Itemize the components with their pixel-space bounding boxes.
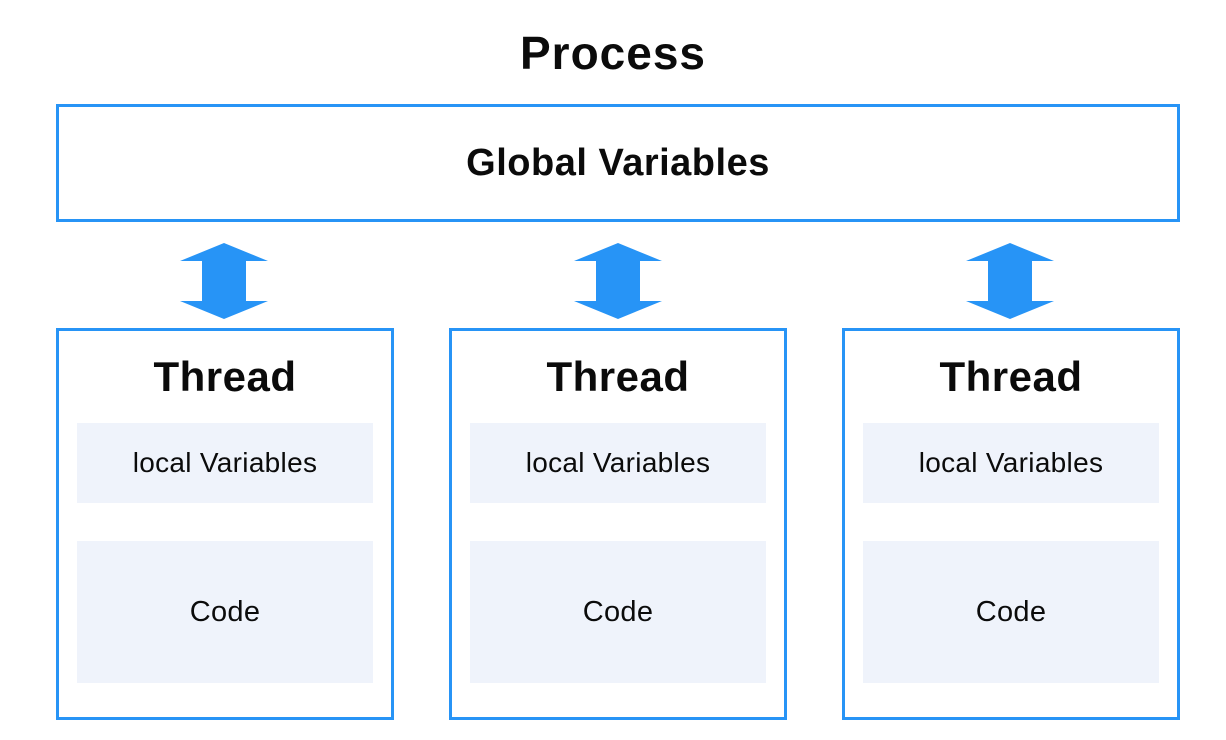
local-variables-section: local Variables: [863, 423, 1159, 503]
thread-box: Thread local Variables Code: [449, 328, 787, 720]
local-variables-label: local Variables: [918, 447, 1104, 478]
diagram-title: Process: [519, 27, 706, 79]
double-arrow-shape: [966, 243, 1054, 319]
thread-box: Thread local Variables Code: [56, 328, 394, 720]
thread-title: Thread: [546, 353, 690, 400]
code-label: Code: [189, 595, 261, 628]
thread-box: Thread local Variables Code: [842, 328, 1180, 720]
thread-title: Thread: [939, 353, 1083, 400]
global-variables-label: Global Variables: [466, 141, 770, 184]
code-section: Code: [863, 541, 1159, 683]
double-arrow-icon: [180, 243, 268, 319]
double-arrow-icon: [966, 243, 1054, 319]
code-section: Code: [77, 541, 373, 683]
double-arrow-shape: [180, 243, 268, 319]
thread-title: Thread: [153, 353, 297, 400]
double-arrow-shape: [574, 243, 662, 319]
code-label: Code: [975, 595, 1047, 628]
local-variables-label: local Variables: [132, 447, 318, 478]
double-arrow-icon: [574, 243, 662, 319]
process-box: Global Variables: [56, 104, 1180, 222]
local-variables-section: local Variables: [470, 423, 766, 503]
local-variables-label: local Variables: [525, 447, 711, 478]
local-variables-section: local Variables: [77, 423, 373, 503]
code-section: Code: [470, 541, 766, 683]
code-label: Code: [582, 595, 654, 628]
